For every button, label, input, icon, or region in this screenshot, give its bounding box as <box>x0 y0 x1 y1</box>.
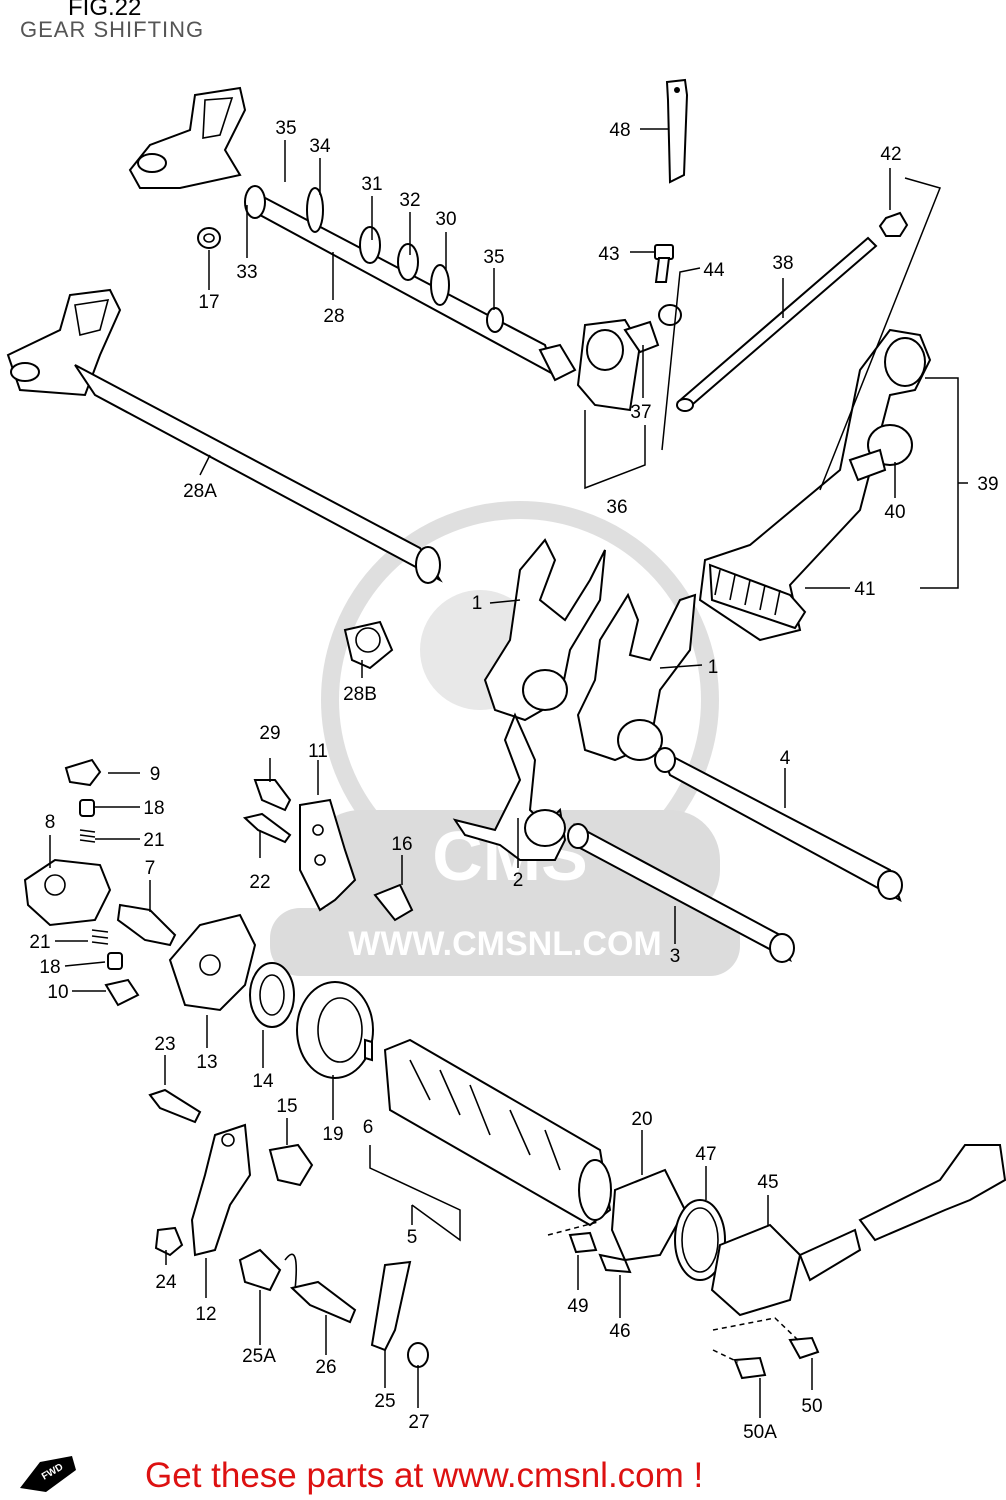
shift-pedal <box>698 328 932 642</box>
callout-21: 21 <box>143 830 164 851</box>
callout-33: 33 <box>236 262 257 283</box>
callout-22: 22 <box>249 872 270 893</box>
callout-29: 29 <box>259 723 280 744</box>
callout-28a: 28A <box>183 481 217 502</box>
fork-shafts <box>567 747 903 963</box>
callout-49: 49 <box>567 1296 588 1317</box>
callout-23: 23 <box>154 1034 175 1055</box>
callout-50: 50 <box>801 1396 822 1417</box>
gear-position-switch <box>568 1144 1006 1380</box>
shift-shaft-28a <box>6 288 443 670</box>
callout-24: 24 <box>155 1272 177 1293</box>
callout-5: 5 <box>407 1227 418 1248</box>
callout-6: 6 <box>363 1117 374 1138</box>
callout-14: 14 <box>252 1071 274 1092</box>
callout-39: 39 <box>977 474 998 495</box>
callout-11: 11 <box>308 741 328 762</box>
callout-25: 25 <box>374 1391 395 1412</box>
callout-44: 44 <box>703 260 725 281</box>
callout-36: 36 <box>606 497 627 518</box>
callout-17: 17 <box>198 292 219 313</box>
leader-lines <box>49 128 968 1418</box>
callout-18: 18 <box>39 957 60 978</box>
callout-37: 37 <box>630 402 651 423</box>
shift-forks <box>452 538 697 861</box>
figure-title: FIG.22 <box>68 0 142 21</box>
callout-labels: 35 34 31 32 30 35 33 17 28 48 42 43 44 3… <box>29 118 998 1443</box>
lower-linkage-parts <box>148 1088 429 1368</box>
callout-27: 27 <box>408 1412 429 1433</box>
callout-12: 12 <box>195 1304 216 1325</box>
callout-26: 26 <box>315 1357 336 1378</box>
figure-subtitle: GEAR SHIFTING <box>20 17 205 42</box>
shift-drum <box>364 1038 612 1227</box>
callout-34: 34 <box>309 136 331 157</box>
callout-25a: 25A <box>242 1346 276 1367</box>
callout-42: 42 <box>880 144 901 165</box>
callout-2: 2 <box>513 870 524 891</box>
fwd-badge: FWD <box>20 1456 76 1492</box>
callout-47: 47 <box>695 1144 716 1165</box>
callout-46: 46 <box>609 1321 630 1342</box>
callout-28: 28 <box>323 306 344 327</box>
callout-19: 19 <box>322 1124 343 1145</box>
callout-40: 40 <box>884 502 905 523</box>
callout-48: 48 <box>609 120 630 141</box>
callout-50a: 50A <box>743 1422 777 1443</box>
callout-35: 35 <box>275 118 296 139</box>
callout-45: 45 <box>757 1172 778 1193</box>
watermark: CMS WWW.CMSNL.COM <box>270 501 740 976</box>
callout-8: 8 <box>45 812 56 833</box>
callout-38: 38 <box>772 253 793 274</box>
watermark-url: WWW.CMSNL.COM <box>348 925 662 963</box>
callout-41: 41 <box>854 579 875 600</box>
callout-30: 30 <box>435 209 456 230</box>
callout-13: 13 <box>196 1052 217 1073</box>
callout-3: 3 <box>670 946 681 967</box>
callout-4: 4 <box>780 748 791 769</box>
callout-21: 21 <box>29 932 50 953</box>
shift-shaft-assembly <box>128 78 909 412</box>
footer-cta: Get these parts at www.cmsnl.com ! <box>145 1456 704 1495</box>
callout-35: 35 <box>483 247 504 268</box>
callout-18: 18 <box>143 798 164 819</box>
callout-9: 9 <box>150 764 161 785</box>
callout-10: 10 <box>47 982 68 1003</box>
callout-1: 1 <box>472 593 483 614</box>
callout-16: 16 <box>391 834 412 855</box>
callout-28b: 28B <box>343 684 377 705</box>
callout-20: 20 <box>631 1109 652 1130</box>
cam-stopper-parts <box>23 758 414 1079</box>
callout-32: 32 <box>399 190 420 211</box>
callout-1: 1 <box>708 657 719 678</box>
callout-31: 31 <box>361 174 382 195</box>
callout-43: 43 <box>598 244 619 265</box>
callout-7: 7 <box>145 858 156 879</box>
callout-15: 15 <box>276 1096 297 1117</box>
